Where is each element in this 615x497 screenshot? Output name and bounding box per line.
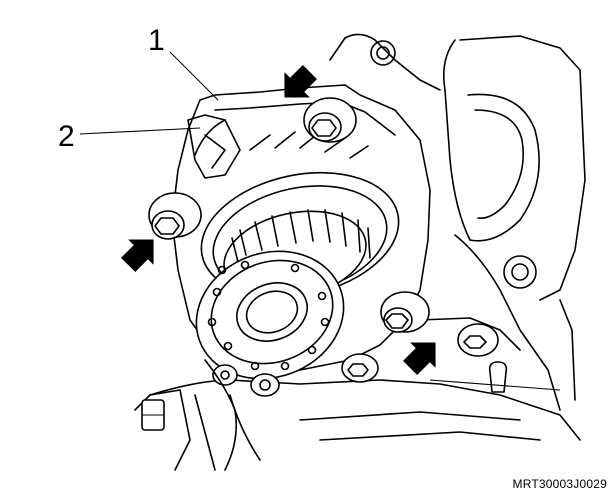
bolt-hole: [503, 255, 537, 289]
gasket: [187, 114, 241, 179]
bolt-hole: [370, 40, 396, 66]
callout-1: 1: [148, 24, 165, 57]
bolt-top: [303, 97, 357, 143]
bolt-left: [148, 192, 202, 240]
flange-bolt-holes: [207, 260, 330, 371]
callout-2: 2: [58, 120, 75, 153]
bolt-bottom-right: [380, 291, 430, 333]
leader-line-2: [79, 127, 201, 135]
engine-bolts: [212, 323, 561, 397]
figure-id: MRT30003J0029: [512, 477, 607, 491]
arrow-bottom-right: [403, 342, 436, 375]
arrow-left: [121, 239, 154, 272]
leader-line-1: [169, 51, 219, 101]
wire: [204, 359, 238, 471]
pump-hub-flange: [195, 250, 345, 380]
arrow-top: [284, 65, 317, 98]
